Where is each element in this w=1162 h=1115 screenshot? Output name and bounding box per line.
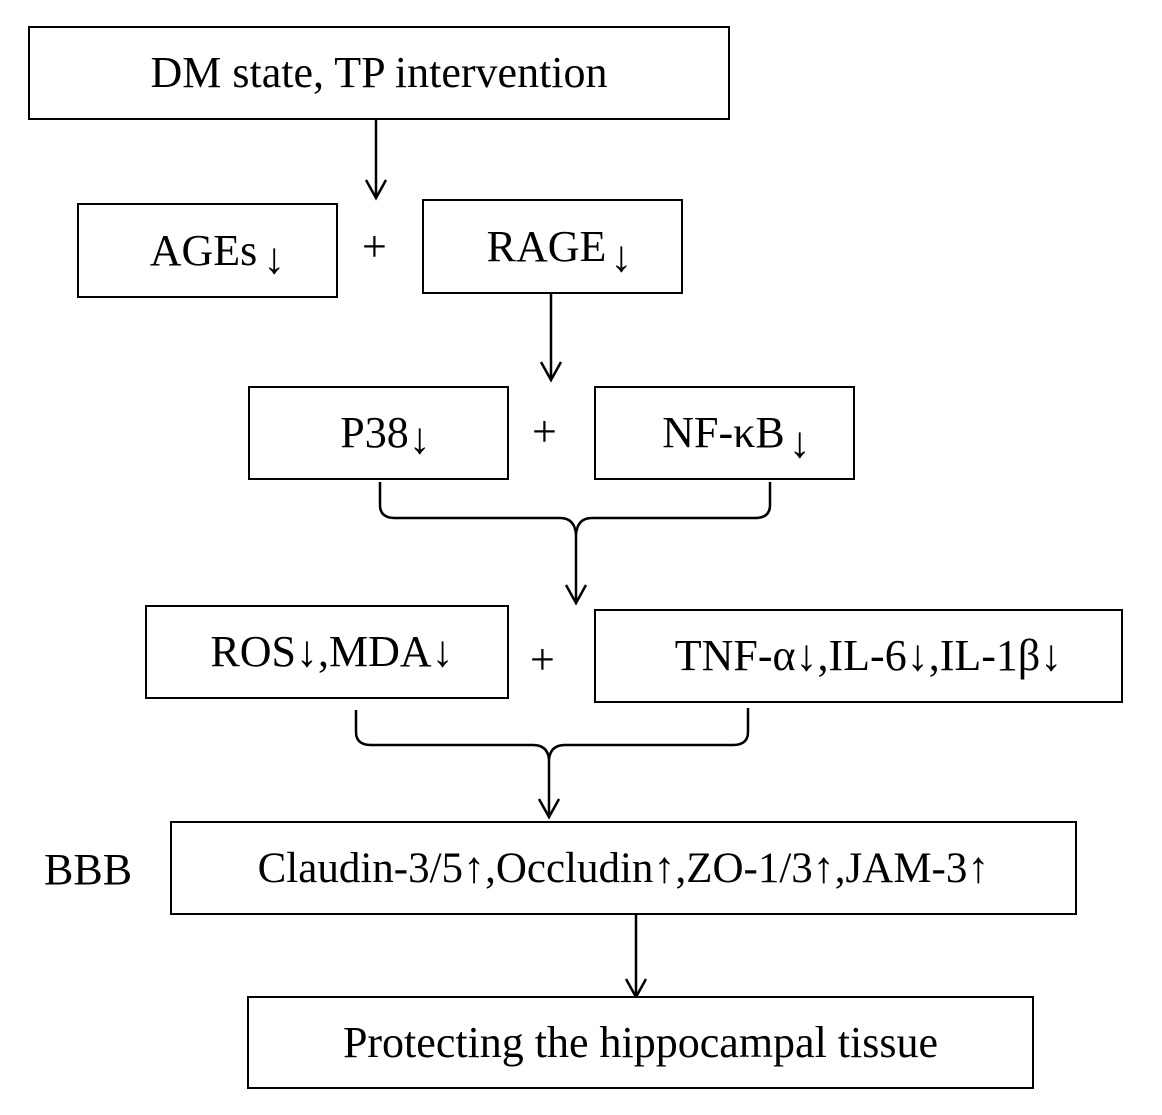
box-rage: RAGE↓ [422,199,683,294]
box-bbb-tight-junctions: Claudin-3/5↑, Occludin↑, ZO-1/3↑, JAM-3↑ [170,821,1077,915]
nfkb-label: NF-κB [662,408,785,457]
brace-ros-cytokines [354,708,750,761]
bbb-separator-2: , [675,844,687,892]
box-protecting-hippocampal: Protecting the hippocampal tissue [247,996,1034,1089]
cytokines-separator-1: , [817,631,829,680]
mda-down-arrow: ↓ [431,627,454,676]
arrowhead-2 [539,361,563,383]
claudin-label: Claudin-3/5 [257,844,464,892]
claudin-up-arrow: ↑ [463,843,486,892]
arrowhead-3 [564,584,588,606]
box-ros-mda: ROS↓, MDA↓ [145,605,509,699]
jam-label: JAM-3 [845,844,968,892]
bbb-separator-3: , [834,844,846,892]
occludin-up-arrow: ↑ [653,843,676,892]
ros-down-arrow: ↓ [295,627,318,676]
arrowhead-1 [364,179,388,201]
box-ages: AGEs↓ [77,203,338,298]
brace-p38-nfkb [378,482,772,536]
p38-label: P38 [340,408,409,457]
bbb-label: BBB [44,845,133,894]
il6-label: IL-6 [828,631,907,680]
box-protecting-hippocampal-text: Protecting the hippocampal tissue [342,1017,939,1067]
tnf-down-arrow: ↓ [795,631,818,680]
box-cytokines: TNF-α↓, IL-6↓, IL-1β↓ [594,609,1123,703]
il1b-down-arrow: ↓ [1040,631,1063,680]
ros-label: ROS [210,627,296,676]
box-p38: P38↓ [248,386,509,480]
nfkb-down-arrow: ↓ [788,418,811,467]
arrowhead-4 [537,798,561,820]
box-nfkb: NF-κB↓ [594,386,855,480]
box-dm-state-text: DM state, TP intervention [150,48,608,97]
il1b-label: IL-1β [939,631,1041,680]
zo-up-arrow: ↑ [812,843,835,892]
box-dm-state: DM state, TP intervention [28,26,730,120]
il6-down-arrow: ↓ [906,631,929,680]
rage-down-arrow: ↓ [610,231,633,281]
jam-up-arrow: ↑ [967,843,990,892]
occludin-label: Occludin [495,844,654,892]
tnf-label: TNF-α [674,631,796,680]
rage-label: RAGE [486,221,607,271]
ages-label: AGEs [149,225,258,275]
ros-mda-separator: , [317,627,329,676]
mda-label: MDA [328,627,432,676]
cytokines-separator-2: , [928,631,940,680]
p38-down-arrow: ↓ [408,414,431,463]
bbb-separator-1: , [485,844,496,892]
ages-down-arrow: ↓ [263,233,286,283]
plus-p38-nfkb: + [532,407,557,456]
plus-ages-rage: + [362,222,387,271]
zo-label: ZO-1/3 [686,844,813,892]
plus-ros-cytokines: + [530,635,555,684]
